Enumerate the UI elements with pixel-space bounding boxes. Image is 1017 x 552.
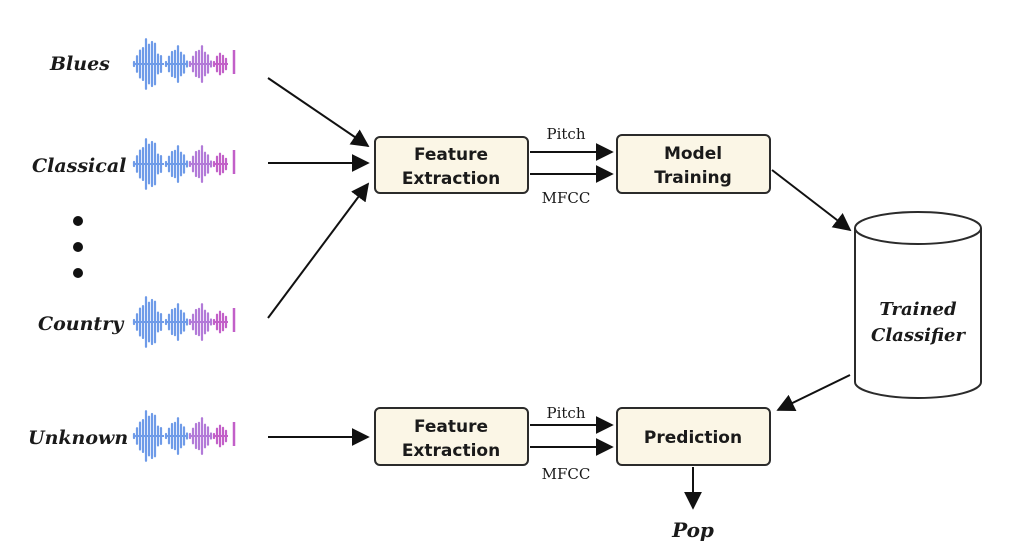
arrow-country-to-feature: [267, 182, 370, 319]
model-training-box: Model Training: [616, 134, 771, 194]
ellipsis-dot: [73, 268, 83, 278]
training-feature-label-line1: Feature: [414, 145, 488, 165]
test-feature-label-line1: Feature: [414, 417, 488, 437]
result-label: Pop: [671, 518, 714, 542]
arrow-training-to-classifier: [771, 169, 852, 232]
classifier-label-line1: Trained: [879, 299, 957, 320]
prediction-label: Prediction: [644, 428, 742, 448]
ellipsis-dot: [73, 242, 83, 252]
prediction-box: Prediction: [616, 407, 771, 466]
training-feature-label-line2: Extraction: [402, 169, 500, 189]
ellipsis-dot: [73, 216, 83, 226]
genre-label-blues: Blues: [49, 53, 110, 75]
model-training-label-line2: Training: [654, 168, 732, 188]
waveform-icon: [132, 296, 236, 348]
mfcc-label-training: MFCC: [542, 189, 591, 207]
classifier-label-line2: Classifier: [871, 325, 966, 346]
model-training-label-line1: Model: [664, 144, 722, 164]
genre-label-unknown: Unknown: [28, 427, 128, 449]
arrow-classifier-to-prediction: [776, 374, 851, 412]
waveform-icon: [132, 138, 236, 190]
waveform-icon: [132, 410, 236, 462]
pitch-label-testing: Pitch: [547, 404, 586, 422]
test-feature-label-line2: Extraction: [402, 441, 500, 461]
mfcc-label-testing: MFCC: [542, 465, 591, 483]
waveform-icon: [132, 38, 236, 90]
genre-label-country: Country: [38, 313, 125, 335]
test-feature-extraction-box: Feature Extraction: [374, 407, 529, 466]
trained-classifier-cylinder: Trained Classifier: [854, 211, 982, 399]
arrow-blues-to-feature: [267, 77, 370, 148]
pitch-label-training: Pitch: [547, 125, 586, 143]
genre-label-classical: Classical: [32, 155, 126, 177]
training-feature-extraction-box: Feature Extraction: [374, 136, 529, 194]
